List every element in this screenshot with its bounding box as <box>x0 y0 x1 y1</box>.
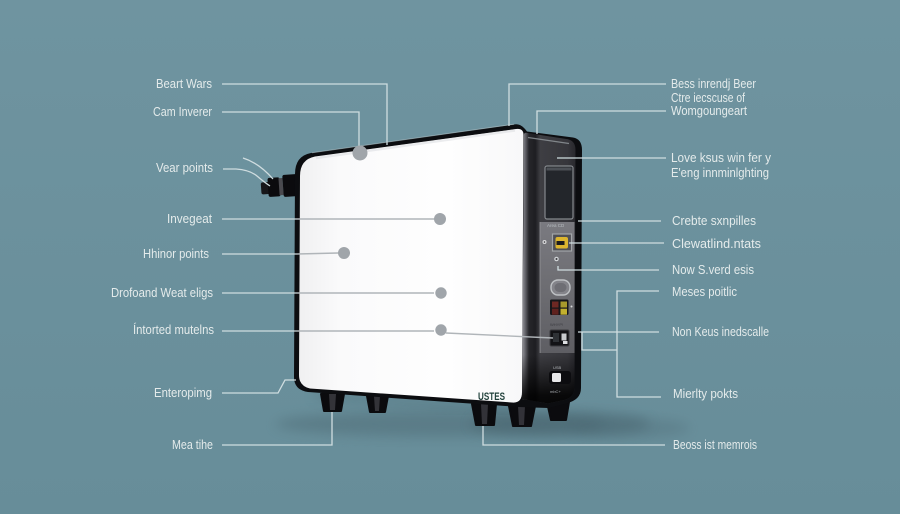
svg-text:Drofoand Weat eligs: Drofoand Weat eligs <box>111 285 213 300</box>
svg-text:Beart Wars: Beart Wars <box>156 76 212 91</box>
svg-text:Cam Inverer: Cam Inverer <box>153 104 213 119</box>
svg-text:Ctre iecscuse of: Ctre iecscuse of <box>671 90 745 105</box>
svg-text:USTES: USTES <box>478 391 505 403</box>
svg-text:Meses poitlic: Meses poitlic <box>672 284 737 299</box>
svg-text:Womgoungeart: Womgoungeart <box>671 103 747 118</box>
svg-text:Mierlty pokts: Mierlty pokts <box>673 386 738 401</box>
svg-text:E'eng innminlghting: E'eng innminlghting <box>671 165 769 180</box>
svg-text:Enteropimg: Enteropimg <box>154 385 212 400</box>
svg-text:Vear points: Vear points <box>156 160 213 175</box>
svg-text:Bess inrendj Beer: Bess inrendj Beer <box>671 76 757 91</box>
svg-text:Area CD: Area CD <box>547 223 565 228</box>
svg-text:Clewatlind.ntats: Clewatlind.ntats <box>672 236 761 251</box>
svg-text:Invegeat: Invegeat <box>167 211 212 226</box>
svg-text:Íntorted mutelns: Íntorted mutelns <box>133 322 214 337</box>
svg-text:Non Keus inedscalle: Non Keus inedscalle <box>672 324 769 339</box>
svg-text:Beoss ist memrois: Beoss ist memrois <box>673 437 757 452</box>
svg-text:mbC+: mbC+ <box>550 389 561 394</box>
svg-text:Hhinor points: Hhinor points <box>143 246 209 261</box>
svg-text:Crebte sxnpilles: Crebte sxnpilles <box>672 213 756 228</box>
svg-text:WHYP!: WHYP! <box>550 322 563 327</box>
svg-text:Mea tihe: Mea tihe <box>172 437 213 452</box>
svg-text:USB: USB <box>553 365 562 370</box>
svg-text:Love ksus win fer y: Love ksus win fer y <box>671 150 771 165</box>
svg-text:Now S.verd esis: Now S.verd esis <box>672 262 754 277</box>
